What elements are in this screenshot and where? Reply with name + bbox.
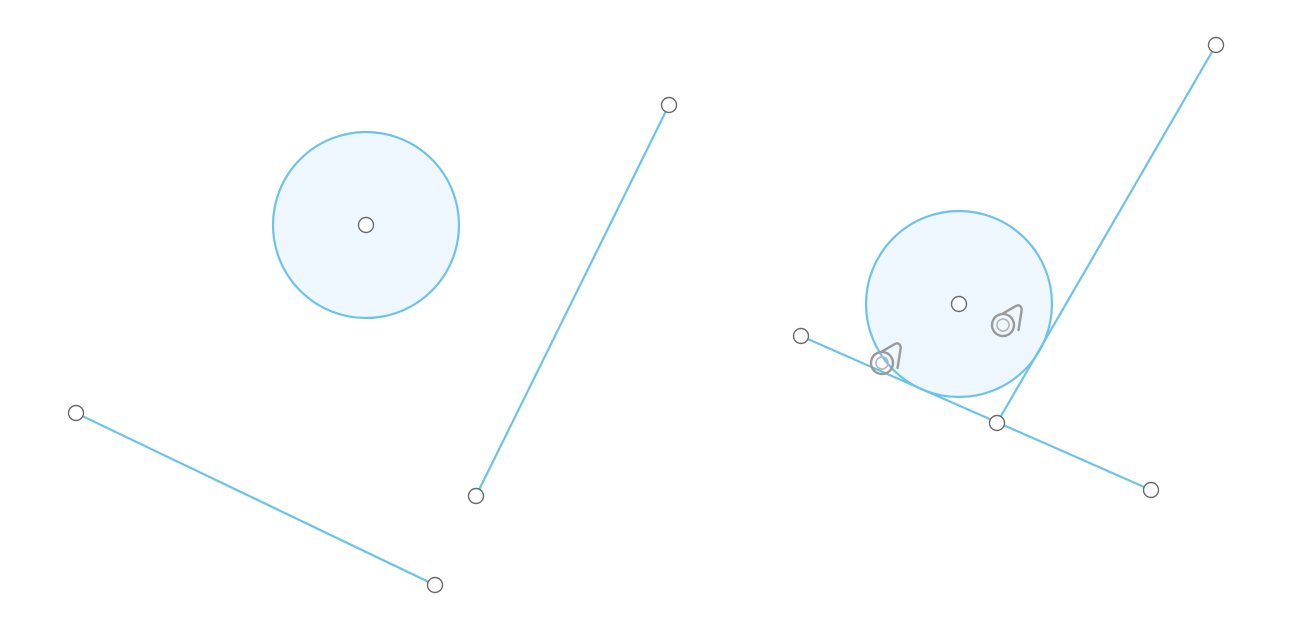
after-line-intersection-handle[interactable] (988, 414, 1006, 432)
before-line-a-start-handle[interactable] (467, 487, 485, 505)
tangent-constraint-icon[interactable] (988, 303, 1030, 341)
after-line-a[interactable] (995, 43, 1218, 425)
before-line-b-start-handle[interactable] (67, 404, 85, 422)
before-line-a[interactable] (474, 103, 671, 498)
before-line-a-end-handle[interactable] (660, 96, 678, 114)
after-line-a-end-handle[interactable] (1207, 36, 1225, 54)
after-line-b-start-handle[interactable] (792, 327, 810, 345)
after-line-b-end-handle[interactable] (1142, 481, 1160, 499)
before-line-b-end-handle[interactable] (426, 576, 444, 594)
tangent-constraint-icon[interactable] (867, 341, 909, 379)
before-group (67, 96, 678, 594)
before-circle-center-handle[interactable] (357, 216, 375, 234)
before-line-b[interactable] (74, 411, 437, 587)
after-line-b[interactable] (799, 334, 1153, 492)
after-group (792, 36, 1225, 499)
after-circle-center-handle[interactable] (950, 295, 968, 313)
